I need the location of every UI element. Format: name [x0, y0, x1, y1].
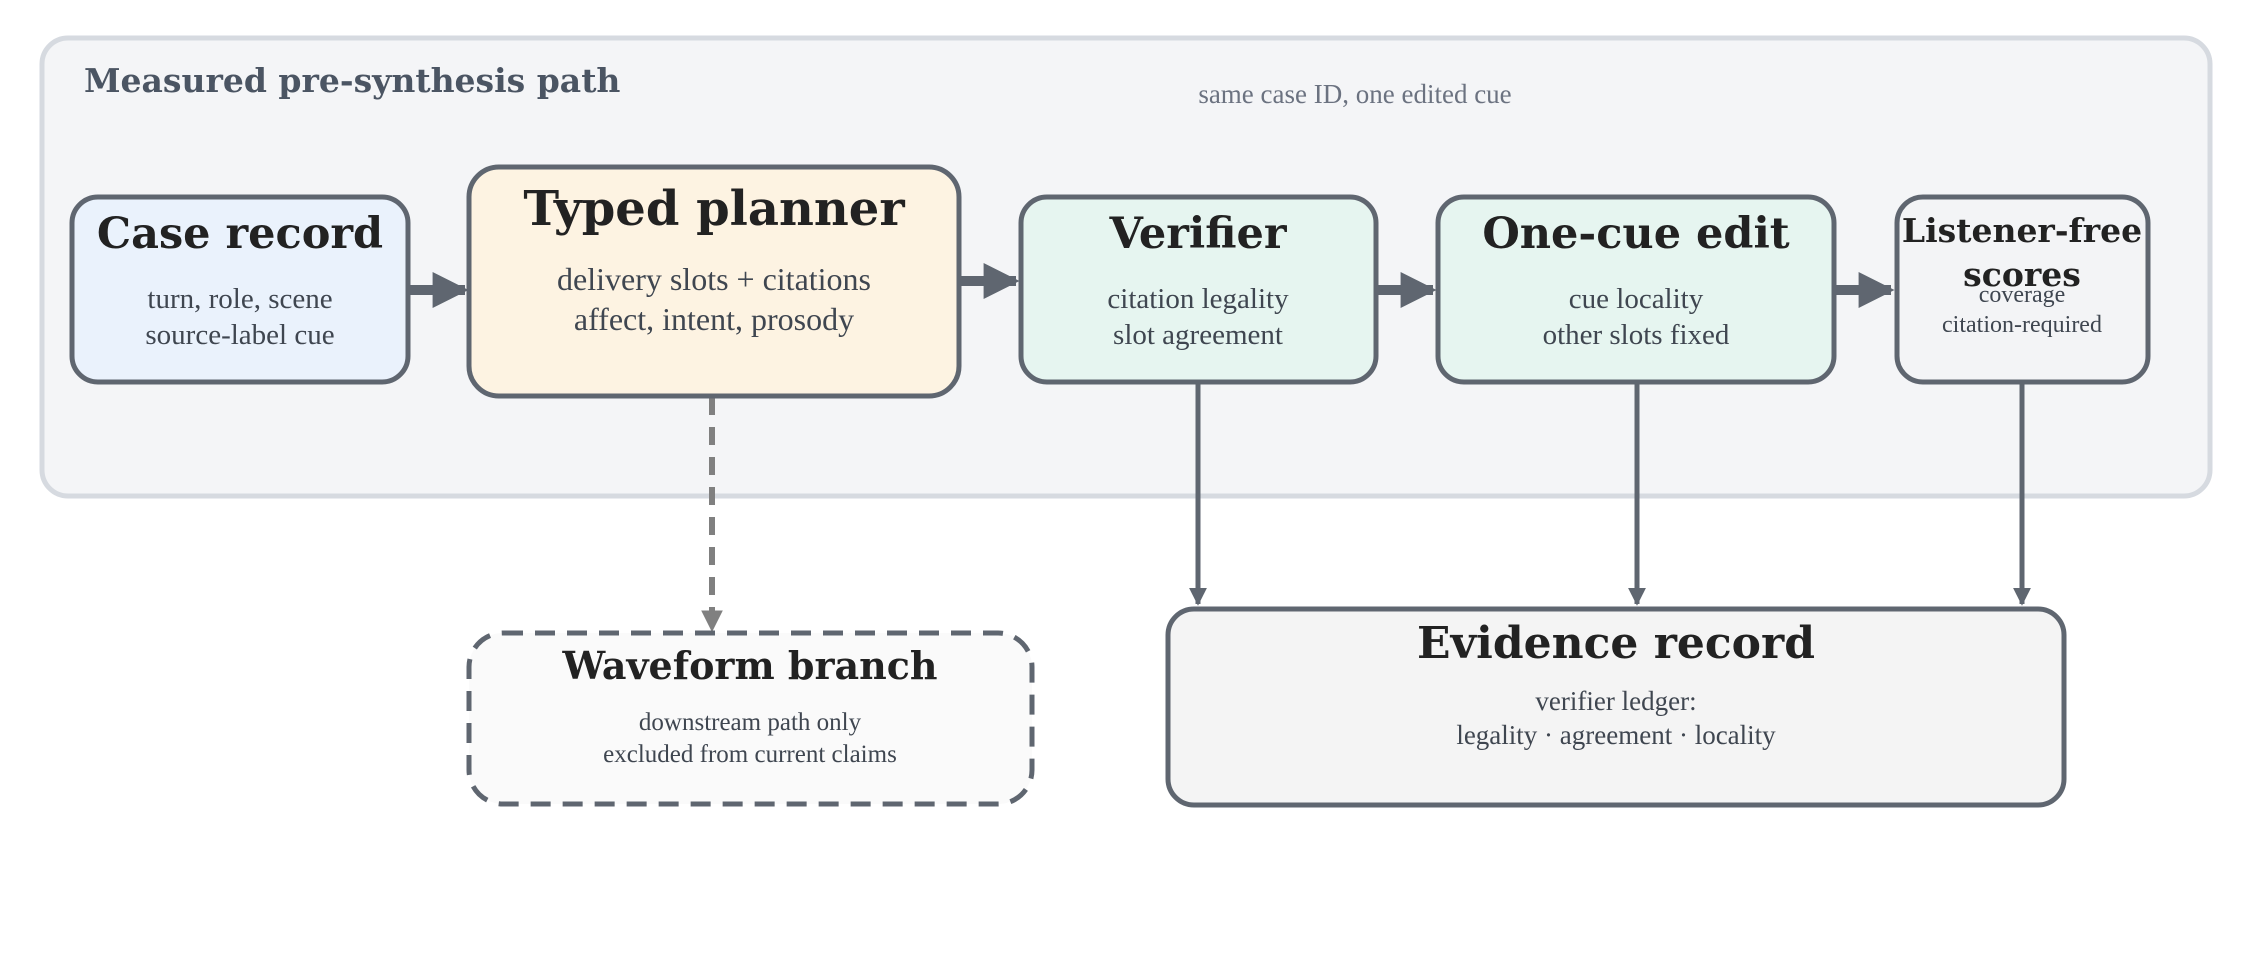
- waveform-branch-line2: excluded from current claims: [603, 741, 897, 768]
- node-waveform-branch: Waveform branch downstream path only exc…: [466, 630, 1035, 807]
- node-listener-free-scores: Listener-free scores coverage citation-r…: [1894, 194, 2151, 385]
- node-case-record: Case record turn, role, scene source-lab…: [69, 194, 411, 385]
- typed-planner-title: Typed planner: [523, 181, 905, 237]
- verifier-line2: slot agreement: [1113, 319, 1283, 351]
- group-title: Measured pre-synthesis path: [84, 61, 620, 100]
- verifier-line1: citation legality: [1107, 283, 1289, 315]
- node-evidence-record: Evidence record verifier ledger: legalit…: [1165, 606, 2067, 808]
- listener-free-line2: citation-required: [1942, 312, 2102, 338]
- evidence-record-line2: legality · agreement · locality: [1456, 720, 1776, 750]
- listener-free-title-line2: scores: [1963, 255, 2081, 294]
- verifier-title: Verifier: [1108, 209, 1287, 259]
- node-verifier: Verifier citation legality slot agreemen…: [1018, 194, 1379, 385]
- case-record-title: Case record: [97, 209, 383, 259]
- waveform-branch-title: Waveform branch: [561, 643, 937, 688]
- case-record-line2: source-label cue: [145, 319, 334, 351]
- waveform-branch-line1: downstream path only: [639, 709, 862, 736]
- one-cue-edit-line2: other slots fixed: [1543, 319, 1730, 351]
- case-record-line1: turn, role, scene: [147, 283, 332, 315]
- evidence-record-title: Evidence record: [1417, 618, 1815, 669]
- one-cue-edit-title: One-cue edit: [1482, 209, 1789, 259]
- node-typed-planner: Typed planner delivery slots + citations…: [466, 164, 962, 399]
- node-one-cue-edit: One-cue edit cue locality other slots fi…: [1435, 194, 1837, 385]
- group-note: same case ID, one edited cue: [1198, 79, 1511, 109]
- evidence-record-line1: verifier ledger:: [1535, 686, 1696, 716]
- typed-planner-line2: affect, intent, prosody: [574, 301, 854, 337]
- listener-free-title-line1: Listener-free: [1902, 211, 2142, 250]
- listener-free-line1: coverage: [1979, 282, 2066, 308]
- typed-planner-line1: delivery slots + citations: [557, 261, 871, 297]
- one-cue-edit-line1: cue locality: [1569, 283, 1704, 315]
